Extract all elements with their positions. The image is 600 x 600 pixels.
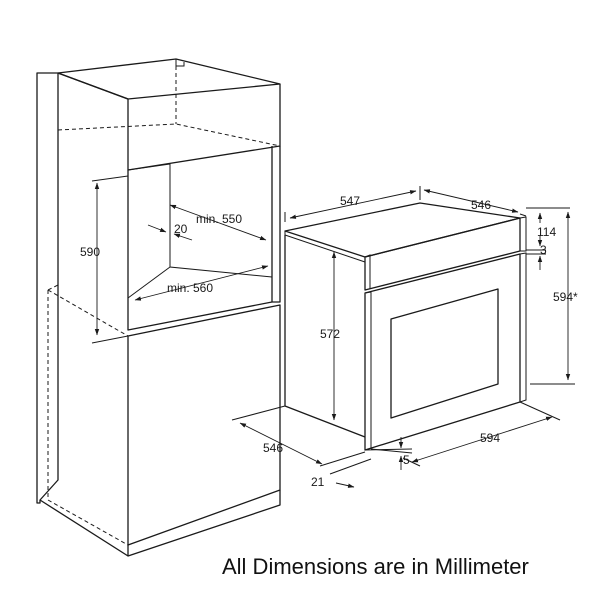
label-body-height: 572 — [320, 327, 340, 341]
label-oven-depth-bottom: 546 — [263, 441, 283, 455]
label-depth-gap: 20 — [174, 222, 188, 236]
cabinet-drawing: 590 min. 550 20 min. 560 — [36, 58, 281, 557]
cabinet-top-box — [57, 58, 281, 100]
oven-door — [364, 253, 521, 451]
label-oven-depth-top: 547 — [340, 194, 360, 208]
label-total-height: 594* — [553, 290, 578, 304]
label-bottom-offset: 5 — [403, 453, 410, 467]
label-niche-depth: min. 560 — [167, 281, 213, 295]
oven-control-panel — [364, 217, 521, 291]
label-door-thickness: 21 — [311, 475, 325, 489]
oven-drawing: 547 546 114 3 594* 572 594 546 — [231, 186, 578, 489]
label-gap: 3 — [540, 243, 547, 257]
label-oven-depth-top-right: 546 — [471, 198, 491, 212]
label-oven-width: 594 — [480, 431, 500, 445]
cabinet-lower-box — [127, 304, 281, 546]
units-footnote: All Dimensions are in Millimeter — [222, 554, 529, 579]
label-niche-width: min. 550 — [196, 212, 242, 226]
label-panel-height: 114 — [537, 225, 556, 239]
label-niche-height: 590 — [80, 245, 100, 259]
niche-opening — [127, 170, 273, 331]
oven-window — [390, 288, 499, 419]
